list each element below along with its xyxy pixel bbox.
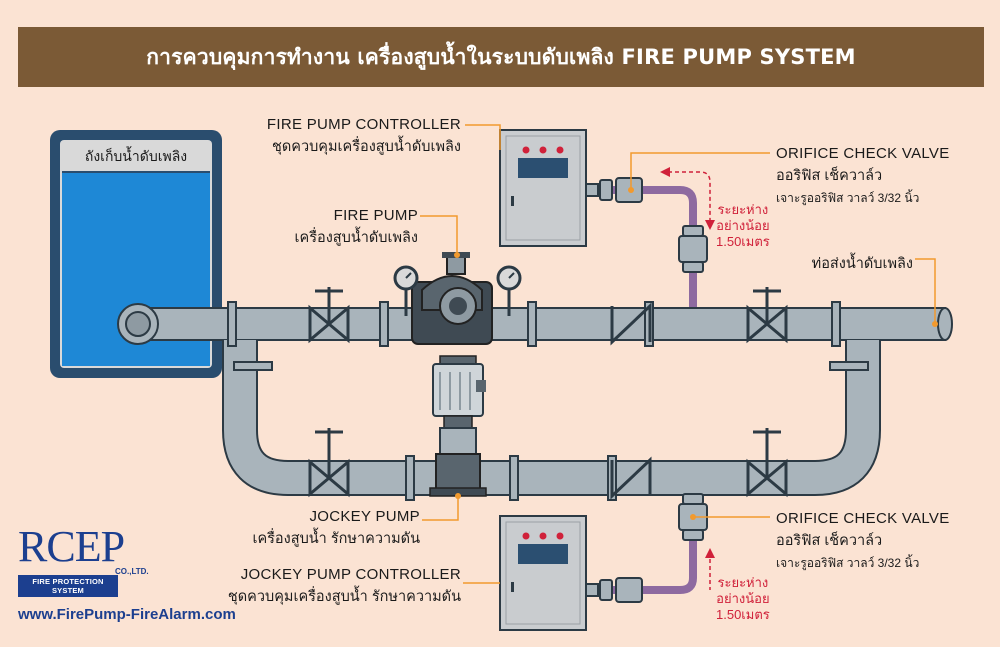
tank-outlet [117, 303, 159, 345]
label-fire-pump-controller-en: FIRE PUMP CONTROLLER [266, 116, 461, 133]
label-jockey-pump-en: JOCKEY PUMP [309, 508, 420, 525]
sensing-line-bottom [612, 470, 697, 594]
distance-note-top: ระยะห่าง อย่างน้อย 1.50เมตร [716, 202, 770, 250]
website-url: www.FirePump-FireAlarm.com [18, 606, 236, 623]
gate-valve-top-left [308, 287, 350, 344]
label-orifice-bottom-sub: เจาะรูออริฟิส วาลว์ 3/32 นิ้ว [776, 556, 920, 570]
leader-lines [420, 124, 936, 584]
bypass-pipe [222, 340, 881, 496]
distance-bottom-line3: 1.50เมตร [716, 607, 770, 622]
logo-tagline: FIRE PROTECTION SYSTEM [18, 575, 118, 597]
controller-fittings [585, 177, 643, 603]
jockey-pump [429, 355, 487, 497]
label-fire-pipe: ท่อส่งน้ำดับเพลิง [812, 250, 913, 275]
distance-top-line3: 1.50เมตร [716, 234, 770, 249]
label-fire-pipe-th: ท่อส่งน้ำดับเพลิง [811, 256, 913, 272]
label-fire-pump-th: เครื่องสูบน้ำดับเพลิง [294, 230, 418, 246]
gate-valve-top-right [746, 287, 788, 344]
logo-co: CO.,LTD. [115, 567, 149, 576]
label-orifice-top: ORIFICE CHECK VALVE ออริฟิส เช็ควาล์ว เจ… [776, 145, 950, 208]
gate-valve-bottom-left [308, 428, 350, 498]
label-jockey-pump-controller-en: JOCKEY PUMP CONTROLLER [240, 566, 461, 583]
label-fire-pump: FIRE PUMP เครื่องสูบน้ำดับเพลิง [295, 207, 418, 249]
main-pipe [149, 307, 953, 341]
distance-top-line1: ระยะห่าง [717, 202, 769, 217]
label-fire-pump-en: FIRE PUMP [333, 207, 418, 224]
sensing-line-top [612, 186, 697, 318]
label-jockey-pump-controller-th: ชุดควบคุมเครื่องสูบน้ำ รักษาความดัน [227, 589, 461, 605]
label-orifice-top-th: ออริฟิส เช็ควาล์ว [776, 168, 883, 184]
distance-bottom-line1: ระยะห่าง [717, 575, 769, 590]
label-jockey-pump-controller: JOCKEY PUMP CONTROLLER ชุดควบคุมเครื่องส… [228, 566, 461, 608]
fire-pump-controller-box [499, 129, 587, 247]
logo-wordmark: RCEP [18, 522, 125, 571]
label-orifice-bottom-en: ORIFICE CHECK VALVE [776, 510, 950, 527]
distance-arrowheads [660, 167, 715, 558]
label-fire-pump-controller-th: ชุดควบคุมเครื่องสูบน้ำดับเพลิง [271, 139, 461, 155]
label-orifice-top-sub: เจาะรูออริฟิส วาลว์ 3/32 นิ้ว [776, 191, 920, 205]
distance-note-bottom: ระยะห่าง อย่างน้อย 1.50เมตร [716, 575, 770, 623]
check-valve-top [610, 302, 652, 346]
check-valve-bottom [610, 456, 652, 500]
distance-top-line2: อย่างน้อย [716, 218, 770, 233]
label-orifice-top-en: ORIFICE CHECK VALVE [776, 145, 950, 162]
gate-valve-bottom-right [746, 428, 788, 498]
jockey-pump-controller-box [499, 515, 587, 631]
label-fire-pump-controller: FIRE PUMP CONTROLLER ชุดควบคุมเครื่องสูบ… [267, 116, 461, 158]
label-orifice-bottom-th: ออริฟิส เช็ควาล์ว [776, 533, 883, 549]
company-logo: RCEP CO.,LTD. FIRE PROTECTION SYSTEM [18, 522, 149, 597]
label-jockey-pump: JOCKEY PUMP เครื่องสูบน้ำ รักษาความดัน [252, 508, 420, 550]
tank-label: ถังเก็บน้ำดับเพลิง [62, 143, 210, 173]
orifice-check-valve-top [678, 225, 708, 273]
page-title: การควบคุมการทำงาน เครื่องสูบน้ำในระบบดับ… [18, 27, 984, 87]
label-orifice-bottom: ORIFICE CHECK VALVE ออริฟิส เช็ควาล์ว เจ… [776, 510, 950, 573]
leader-dots [454, 187, 938, 520]
label-jockey-pump-th: เครื่องสูบน้ำ รักษาความดัน [252, 531, 420, 547]
distance-bottom-line2: อย่างน้อย [716, 591, 770, 606]
